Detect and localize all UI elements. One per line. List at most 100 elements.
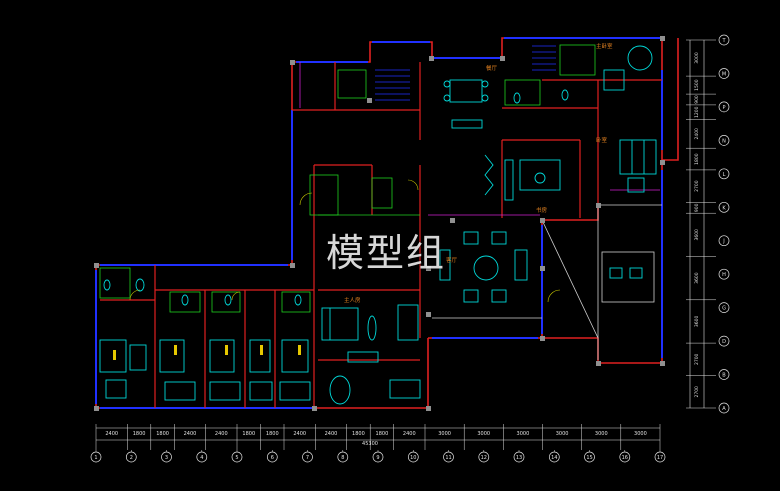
dimension-label-right: 2700 [694,386,700,398]
dimension-label-bottom: 2400 [105,431,118,437]
dimension-label-bottom: 1800 [156,431,169,437]
dimension-label-bottom: 2400 [215,431,228,437]
dimension-label-right: 900 [694,203,700,212]
axis-label-bottom: 10 [410,455,416,461]
axis-label-bottom: 3 [165,455,168,461]
axis-bubble [718,402,730,414]
dimension-label-bottom: 3000 [556,431,569,437]
dimension-label-bottom: 2400 [403,431,416,437]
axis-label-right: P [722,105,725,111]
bottom-dimension-labels: 2400 1800 1800 2400 2400 1800 1800 2400 2400 1800… [95,424,661,450]
axis-label-bottom: 15 [586,455,592,461]
right-dimension-labels: 3000150090012002400180027009003600360036… [686,39,716,409]
dimension-label-right: 3600 [694,229,700,241]
structure-details [99,44,596,313]
axis-label-right: A [722,406,726,412]
axis-bubble [654,451,666,463]
axis-bubble [718,34,730,46]
axis-label-bottom: 5 [235,455,238,461]
dimension-label-bottom: 1800 [352,431,365,437]
roof-outline [432,204,662,360]
dimension-label-bottom: 3000 [477,431,490,437]
axis-label-bottom: 13 [516,455,522,461]
coffee-table [473,255,499,281]
bed-master [619,139,657,175]
axis-bubble [718,135,730,146]
axis-label-bottom: 16 [622,455,628,461]
dimension-label-bottom: 2400 [325,431,338,437]
study-desk [519,159,561,191]
axis-bubble [718,268,730,280]
dimension-label-right: 1800 [694,153,700,165]
columns [94,36,665,411]
axis-label-bottom: 12 [481,455,487,461]
axis-bubble [266,451,278,463]
room-labels: 主卧室 卧室 书房 客厅 主人房 餐厅 [344,42,613,304]
axis-label-bottom: 7 [306,455,309,461]
axis-label-bottom: 14 [551,455,557,461]
axis-bubble [478,451,490,463]
axis-label-bottom: 11 [445,455,451,461]
axis-bubble [302,451,313,463]
axis-bubble [718,369,730,380]
dimension-label-right: 900 [694,95,700,104]
dimension-label-right: 1500 [694,79,700,91]
door-swings [129,179,561,303]
label-study: 书房 [536,206,548,214]
axis-bubble [231,451,243,463]
axis-bubble [407,451,419,463]
axis-bubble [718,335,730,347]
label-master-bedroom: 主卧室 [596,42,613,50]
label-bedroom-large: 主人房 [344,296,361,304]
axis-bubble [125,451,137,463]
bottom-dimension-chain [96,427,660,441]
dimension-label-right: 2400 [694,128,700,140]
axis-bubble [718,168,730,180]
window-bands [95,37,663,409]
axis-label-right: T [721,38,726,44]
axis-label-right: D [722,339,726,345]
dimension-label-bottom: 1800 [242,431,255,437]
axis-bubble [372,451,384,463]
staircase [375,45,556,101]
axis-bubble [548,451,560,463]
bottom-total-dimension: 45300 [362,441,378,447]
axis-label-bottom: 17 [657,455,663,461]
axis-label-right: B [722,373,726,379]
dimension-label-bottom: 3000 [438,431,451,437]
dimension-label-right: 3000 [694,52,700,64]
axis-label-right: L [723,172,726,178]
dimension-label-bottom: 1800 [133,431,146,437]
dimension-label-right: 2700 [694,353,700,365]
axis-label-right: K [722,205,726,211]
axis-label-bottom: 9 [376,455,379,461]
axis-label-right: G [722,306,726,312]
axis-bubble [584,451,595,463]
axis-bubble [718,101,730,113]
axis-label-bottom: 4 [200,455,203,461]
dimension-label-right: 3600 [694,272,700,284]
label-dining: 餐厅 [486,64,498,72]
dimension-label-right: 2700 [694,180,700,192]
axis-label-bottom: 2 [130,455,133,461]
axis-bubble [619,451,631,463]
label-living: 客厅 [446,256,458,264]
axis-bubble [718,302,730,313]
bed-large [321,307,359,341]
furniture [99,45,657,405]
axis-label-bottom: 6 [271,455,274,461]
dimension-label-bottom: 1800 [376,431,389,437]
dining-table [449,79,483,103]
axis-bubble [337,451,349,463]
axis-bubble [90,451,102,463]
dimension-label-bottom: 3000 [634,431,647,437]
axis-label-right: J [722,239,724,245]
axis-label-right: H [722,272,726,278]
axis-label-bottom: 1 [94,455,97,461]
dimension-label-bottom: 1800 [266,431,279,437]
detail-accents [113,345,301,360]
dimension-label-bottom: 2400 [293,431,306,437]
